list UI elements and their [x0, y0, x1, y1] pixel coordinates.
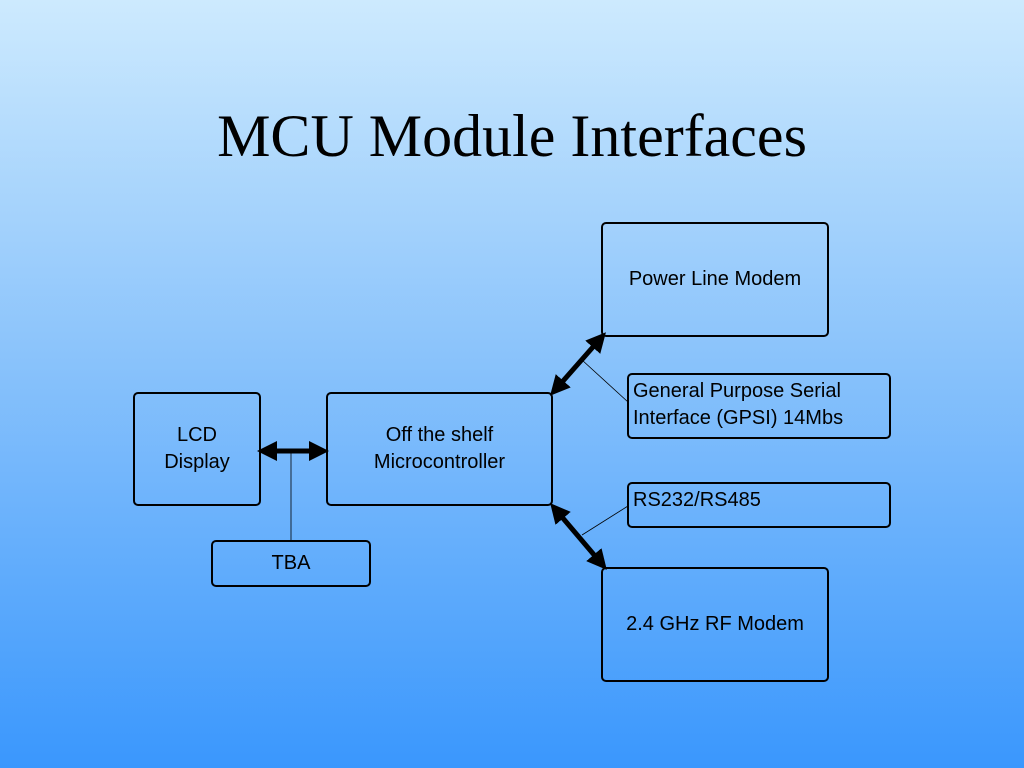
tba-box: TBA: [211, 540, 371, 587]
microcontroller-label: Off the shelf Microcontroller: [373, 424, 506, 473]
power-line-modem-label: Power Line Modem: [628, 268, 802, 290]
arrow-mcu-rf: [550, 503, 607, 570]
gpsi-label: General Purpose Serial Interface (GPSI) …: [633, 380, 844, 429]
arrow-mcu-plm: [550, 332, 606, 396]
gpsi-box: General Purpose Serial Interface (GPSI) …: [627, 373, 891, 439]
rs232-box: RS232/RS485: [627, 482, 891, 528]
lcd-display-box: LCD Display: [133, 392, 261, 506]
page-title: MCU Module Interfaces: [217, 103, 807, 169]
microcontroller-box: Off the shelf Microcontroller: [326, 392, 553, 506]
power-line-modem-box: Power Line Modem: [601, 222, 829, 337]
rf-modem-box: 2.4 GHz RF Modem: [601, 567, 829, 682]
lcd-display-label: LCD Display: [164, 424, 230, 473]
rf-modem-label: 2.4 GHz RF Modem: [626, 613, 804, 635]
rs232-label: RS232/RS485: [633, 489, 761, 511]
callout-line-gpsi: [581, 359, 629, 403]
tba-label: TBA: [271, 552, 311, 574]
callout-line-rs232: [581, 505, 629, 536]
